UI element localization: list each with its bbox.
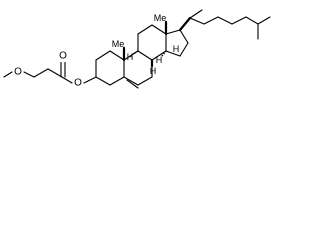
ester-o-to-c3-bond bbox=[83, 76, 97, 84]
ring-d bbox=[165, 29, 189, 57]
c8-hydrogen-label: H bbox=[150, 66, 157, 76]
ester-oxygen-label: O bbox=[74, 78, 82, 89]
c5-c6-double-bond bbox=[126, 79, 139, 89]
c17-hydrogen-label: H bbox=[173, 44, 180, 54]
molecule-structure-diagram: O O O Me Me H H H H bbox=[3, 9, 271, 89]
c10-methyl-label: Me bbox=[112, 39, 125, 49]
c9-h-hash bbox=[132, 50, 139, 55]
ester-side-chain bbox=[3, 60, 97, 84]
carbonyl-to-ester-o-bond bbox=[61, 76, 73, 84]
atom-label-carbonyl-o: O bbox=[58, 50, 68, 62]
c14-hydrogen-label: H bbox=[156, 55, 163, 65]
ring-a bbox=[95, 50, 125, 86]
methoxy-oxygen-label: O bbox=[14, 67, 22, 78]
carbonyl-oxygen-label: O bbox=[59, 51, 67, 62]
c9-hydrogen-label: H bbox=[127, 52, 134, 62]
c13-methyl-label: Me bbox=[154, 13, 167, 23]
atom-label-ester-o: O bbox=[73, 77, 83, 89]
methyl-to-methoxy-o-bond bbox=[3, 71, 13, 78]
ring-b bbox=[123, 50, 153, 89]
methoxy-o-to-ch2-bond bbox=[23, 71, 35, 78]
atom-label-methoxy-o: O bbox=[13, 66, 23, 78]
alkyl-side-chain bbox=[178, 9, 271, 40]
ch2-ch2-bond bbox=[33, 68, 49, 78]
c17-c20-wedge bbox=[178, 16, 192, 32]
c14-h-hash bbox=[161, 50, 167, 57]
ch2-carbonyl-bond bbox=[47, 68, 63, 78]
ring-c bbox=[137, 24, 167, 61]
